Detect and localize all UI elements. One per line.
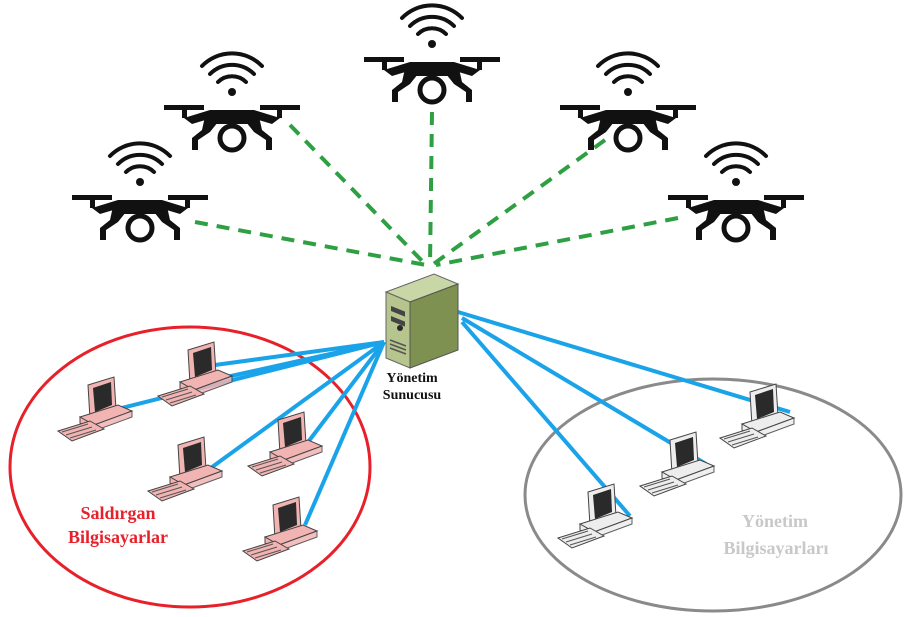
drone-link [435,216,679,267]
drone-links [194,111,679,267]
wired-link [303,341,386,526]
drone-icon [364,5,500,102]
drone-link [430,138,607,267]
attacker-group-label-line1: Saldırgan [80,503,155,523]
server-tower-icon [384,273,460,369]
admin-group-label-line2: Bilgisayarları [724,538,829,558]
wired-link [457,310,791,414]
admin-computer-icon [557,483,633,549]
wired-link [206,340,386,472]
drone-icon [72,143,208,240]
attacker-computer-icon [247,411,323,477]
drone-icon [668,143,804,240]
attacker-computer-icon [147,436,223,502]
drone-link [194,220,427,267]
attacker-computer-icon [157,341,233,407]
attacker-computer-icon [242,496,318,562]
attacker-group-ellipse [8,325,372,609]
drone-icon [164,53,300,150]
wired-link [300,340,386,452]
server-label-line2: Sunucusu [383,388,442,403]
wired-link [214,340,385,367]
drone-link [428,111,434,266]
drone-icon [560,53,696,150]
wired-link [460,316,708,466]
wired-link [460,320,632,518]
attacker-group-label-line2: Bilgisayarlar [68,527,168,547]
admin-computer-icon [639,431,715,497]
wired-link [221,340,385,380]
drone-link [288,123,428,267]
wired-links [121,310,791,526]
admin-group-ellipse [523,377,903,613]
attacker-computer-icon [57,376,133,442]
server-label-line1: Yönetim [386,371,438,386]
admin-group-label-line1: Yönetim [742,511,808,531]
